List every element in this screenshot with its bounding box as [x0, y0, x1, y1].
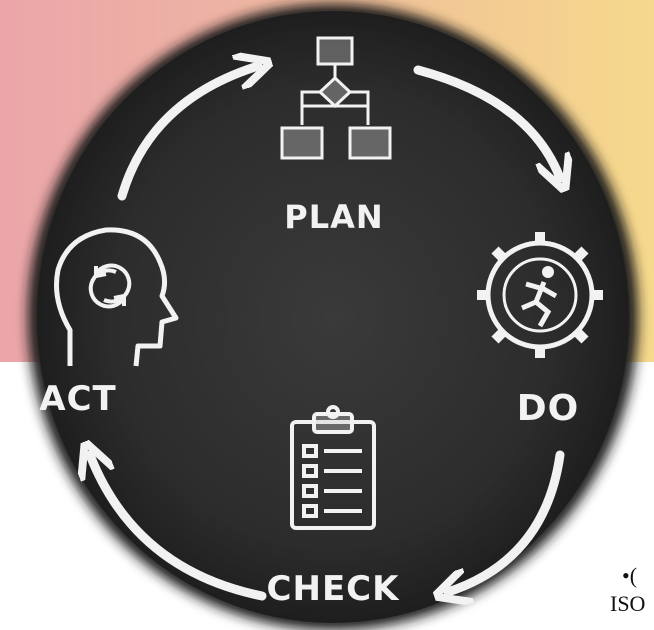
check-label: CHECK	[267, 569, 401, 609]
gear-runner-icon	[477, 232, 603, 358]
arrow-do-to-check	[448, 450, 565, 592]
caption-line-1: •(	[622, 563, 638, 588]
head-cycle-icon	[54, 227, 179, 367]
do-label: DO	[517, 388, 580, 429]
chalkboard-circle	[37, 11, 629, 623]
arrow-plan-to-do	[413, 65, 560, 178]
caption-line-2: ISO	[610, 591, 646, 616]
arrow-check-to-act	[90, 455, 267, 601]
flowchart-icon	[280, 36, 392, 160]
act-label: ACT	[39, 379, 116, 419]
cycle-arrows	[90, 66, 560, 596]
caption-text: •( ISO	[610, 562, 645, 618]
plan-label: PLAN	[284, 198, 383, 236]
arrow-act-to-plan	[117, 66, 258, 201]
clipboard-icon	[290, 405, 376, 530]
